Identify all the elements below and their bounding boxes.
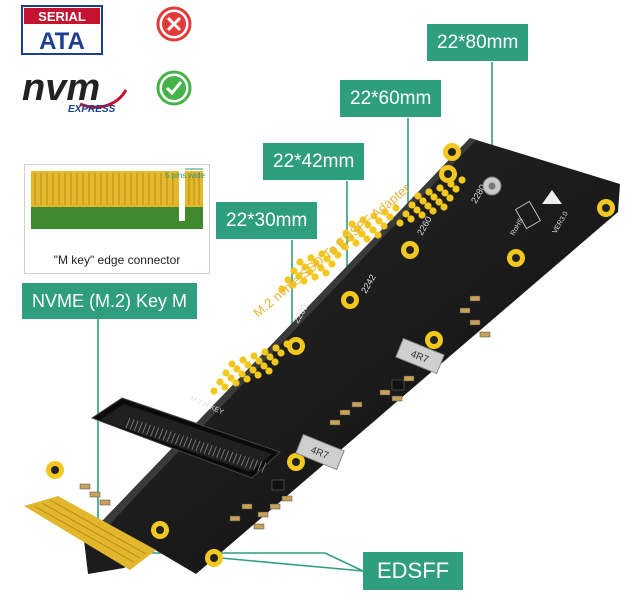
sata-logo: SERIAL ATA	[21, 5, 103, 55]
smd-component	[99, 499, 111, 506]
smd-component	[79, 483, 91, 490]
length-label-2242: 22*42mm	[263, 143, 365, 180]
smd-component	[479, 331, 491, 338]
ic-chip	[391, 379, 405, 391]
smd-component	[403, 375, 415, 382]
inductor-4r7-b: 4R7	[295, 433, 345, 471]
smd-component	[281, 495, 293, 502]
smd-component	[257, 511, 269, 518]
smd-component	[391, 395, 403, 402]
standoff-pad	[287, 337, 305, 355]
smd-component	[459, 307, 471, 314]
length-label-2230: 22*30mm	[216, 202, 318, 239]
mounting-hole	[151, 521, 169, 539]
m2-slot	[90, 397, 281, 479]
edsff-label: EDSFF	[363, 552, 464, 590]
mounting-hole	[205, 549, 223, 567]
length-label-2280: 22*80mm	[427, 24, 529, 61]
standoff-pad	[401, 241, 419, 259]
smd-component	[379, 389, 391, 396]
mounting-hole	[597, 199, 615, 217]
smd-component	[269, 503, 281, 510]
pad-cluster-2260	[330, 204, 400, 255]
mounting-hole	[507, 249, 525, 267]
x-mark-icon	[156, 6, 192, 42]
ic-chip	[271, 479, 285, 491]
inductor-4r7-a: 4R7	[395, 337, 445, 375]
mounting-hole	[443, 143, 461, 161]
smd-component	[229, 515, 241, 522]
smd-component	[253, 523, 265, 530]
pad-cluster-2242	[278, 242, 348, 293]
smd-component	[351, 401, 363, 408]
nvme-logo-main: nvm	[22, 67, 100, 109]
esd-warning-icon	[542, 190, 562, 204]
edge-connector-caption: "M key" edge connector	[53, 253, 181, 267]
edge-connector-inset: 5 pins wide "M key" edge connector	[24, 164, 210, 274]
standoff-pad	[341, 291, 359, 309]
nvme-logo-express: EXPRESS	[68, 104, 116, 115]
mounting-hole	[46, 461, 64, 479]
length-label-2260: 22*60mm	[340, 80, 442, 117]
check-mark-icon	[156, 70, 192, 106]
pad-cluster-2230	[210, 340, 291, 395]
pad-cluster-2280	[396, 176, 466, 227]
edge-connector-drawing	[31, 168, 203, 229]
smd-component	[329, 419, 341, 426]
smd-component	[241, 503, 253, 510]
smd-component	[469, 319, 481, 326]
key-m-label: NVME (M.2) Key M	[22, 283, 198, 319]
smd-component	[469, 295, 481, 302]
mounting-hole	[425, 331, 443, 349]
nvme-logo: nvm EXPRESS	[22, 67, 128, 115]
mounting-hole	[439, 165, 457, 183]
sata-logo-top: SERIAL	[38, 9, 86, 24]
edge-connector-gold-fingers	[24, 496, 156, 570]
sata-logo-bottom: ATA	[39, 28, 85, 55]
smd-component	[339, 409, 351, 416]
smd-component	[89, 491, 101, 498]
pins-wide-note: 5 pins wide	[164, 171, 205, 180]
mounting-hole	[287, 453, 305, 471]
